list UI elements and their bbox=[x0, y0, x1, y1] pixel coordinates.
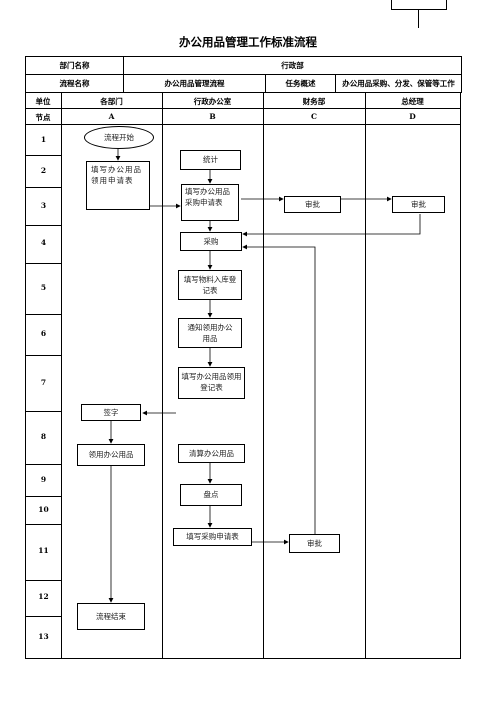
row-number: 12 bbox=[38, 592, 49, 601]
header-table: 部门名称 行政部 流程名称 办公用品管理流程 任务概述 办公用品采购、分发、保管… bbox=[25, 56, 462, 93]
page-title: 办公用品管理工作标准流程 bbox=[179, 35, 317, 49]
lane-a-code: A bbox=[108, 112, 115, 121]
lane-d-name: 总经理 bbox=[401, 97, 424, 106]
lane-c-name: 财务部 bbox=[302, 97, 326, 106]
dept-value: 行政部 bbox=[123, 56, 462, 75]
row-number: 13 bbox=[38, 632, 49, 641]
finance-approve-box: 审批 bbox=[284, 196, 341, 213]
corner-line bbox=[418, 9, 419, 28]
row-number: 6 bbox=[40, 329, 47, 338]
end-node: 流程结束 bbox=[77, 603, 145, 630]
fill-purchase-box: 填写办公用品采购申请表 bbox=[181, 184, 239, 221]
row-number: 7 bbox=[40, 378, 47, 387]
purchase-form-box: 填写采购申请表 bbox=[173, 528, 252, 546]
gm-approve-box: 审批 bbox=[392, 196, 445, 213]
corner-box bbox=[391, 0, 447, 10]
settle-box: 清算办公用品 bbox=[178, 444, 245, 463]
unit-label: 单位 bbox=[35, 97, 51, 106]
collect-box: 领用办公用品 bbox=[77, 444, 145, 466]
flow-value: 办公用品管理流程 bbox=[123, 74, 266, 93]
lane-d-code: D bbox=[409, 112, 416, 121]
dept-label: 部门名称 bbox=[25, 56, 124, 75]
lane-c-code: C bbox=[311, 112, 317, 121]
flow-label: 流程名称 bbox=[25, 74, 124, 93]
purchase-box: 采购 bbox=[180, 232, 242, 251]
row-number: 1 bbox=[40, 135, 47, 144]
inbound-box: 填写物料入库登记表 bbox=[178, 270, 242, 300]
sign-box: 签字 bbox=[81, 404, 141, 421]
node-label: 节点 bbox=[35, 113, 51, 122]
row-number: 2 bbox=[40, 166, 47, 175]
inventory-box: 盘点 bbox=[180, 484, 242, 506]
row-number: 5 bbox=[40, 283, 47, 292]
fill-request-box: 填写办公用品领用申请表 bbox=[86, 161, 150, 210]
row-number: 3 bbox=[40, 201, 47, 210]
row-number: 9 bbox=[40, 475, 47, 484]
row-number: 10 bbox=[38, 505, 49, 514]
row-number: 11 bbox=[38, 546, 49, 555]
lane-a-name: 各部门 bbox=[100, 97, 123, 106]
lane-b-name: 行政办公室 bbox=[193, 97, 232, 106]
row-number: 8 bbox=[40, 432, 47, 441]
task-label: 任务概述 bbox=[265, 74, 336, 93]
task-value: 办公用品采购、分发、保管等工作 bbox=[335, 74, 462, 93]
finance-approve2-box: 审批 bbox=[289, 534, 340, 553]
lane-b-code: B bbox=[209, 112, 216, 121]
stats-box: 统计 bbox=[180, 150, 241, 170]
notify-box: 通知领用办公用品 bbox=[178, 318, 242, 348]
row-number: 4 bbox=[40, 238, 47, 247]
collect-log-box: 填写办公用品领用登记表 bbox=[178, 367, 245, 399]
start-node: 流程开始 bbox=[84, 126, 154, 149]
